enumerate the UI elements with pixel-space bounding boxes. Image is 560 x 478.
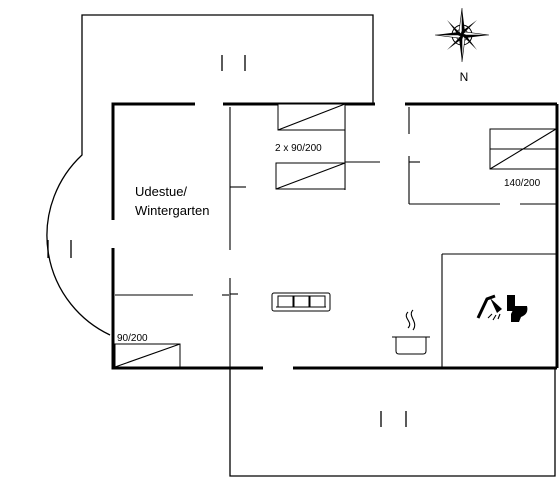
single-bed <box>114 343 181 368</box>
toilet-icon <box>507 295 528 322</box>
interior-walls <box>115 107 556 367</box>
compass-north-label: N <box>460 70 469 84</box>
sofa-icon <box>271 292 331 312</box>
terrace-south <box>229 369 556 477</box>
cooking-pot-icon <box>392 309 430 355</box>
terrace-west <box>46 103 111 336</box>
shower-icon <box>476 294 502 321</box>
terrace-north <box>81 14 374 103</box>
twin-bed-upper <box>277 103 346 131</box>
exterior-walls <box>111 102 559 370</box>
twin-bed-label: 2 x 90/200 <box>275 143 322 154</box>
twin-bed-lower <box>275 162 346 190</box>
compass-rose-icon <box>434 7 490 63</box>
sunroom-label-line2: Wintergarten <box>135 203 209 218</box>
sunroom-label-line1: Udestue/ <box>135 184 187 199</box>
single-bed-label: 90/200 <box>117 333 148 344</box>
double-bed-label: 140/200 <box>504 178 541 189</box>
double-bed <box>489 128 557 170</box>
